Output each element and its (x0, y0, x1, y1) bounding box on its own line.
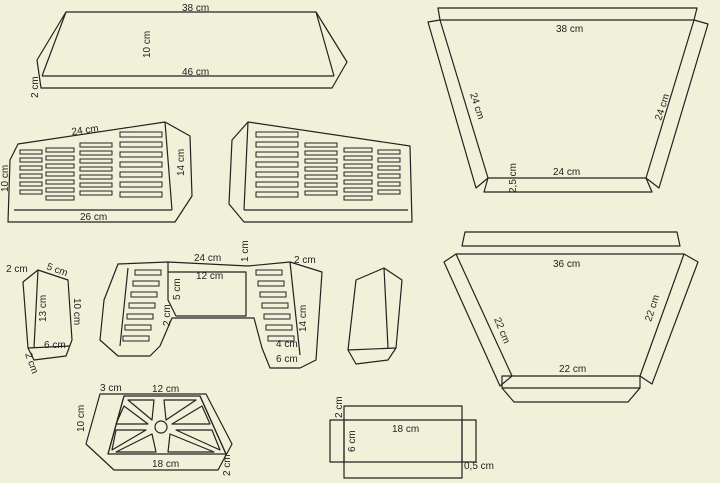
label-10cm: 10 cm (0, 165, 11, 192)
label-2cm: 2 cm (30, 76, 41, 98)
label-18cm: 18 cm (392, 424, 419, 435)
label-14cm: 14 cm (298, 305, 309, 332)
center-hole (154, 420, 168, 434)
slots-left (19, 131, 163, 201)
small-wedge-panel (347, 267, 403, 365)
label-5cm: 5 cm (172, 278, 183, 300)
slots-right (255, 131, 401, 201)
label-6cm: 6 cm (347, 430, 358, 452)
label-36cm: 36 cm (553, 259, 580, 270)
slotted-panel-right (228, 121, 413, 223)
small-side-panel: 2 cm 5 cm 13 cm 10 cm 6 cm 2 cm (6, 261, 82, 375)
slots-front-left (122, 269, 162, 342)
label-26cm: 26 cm (80, 212, 107, 223)
label-3cm: 3 cm (100, 383, 122, 394)
label-4cm: 4 cm (276, 339, 298, 350)
label-24cm: 24 cm (553, 167, 580, 178)
label-2cm-middle: 2 cm (162, 304, 173, 326)
label-2cm: 2 cm (294, 255, 316, 266)
slots-front-right (255, 269, 295, 342)
label-38cm: 38 cm (182, 3, 209, 14)
label-18cm: 18 cm (152, 459, 179, 470)
label-1cm: 1 cm (240, 240, 251, 262)
front-frame-panel: 24 cm 1 cm 2 cm 12 cm 5 cm 2 cm 14 cm 4 … (99, 240, 323, 369)
rectangular-strip-panel: 2 cm 18 cm 6 cm 0,5 cm (329, 396, 494, 479)
label-10cm: 10 cm (76, 405, 87, 432)
label-38cm: 38 cm (556, 24, 583, 35)
label-46cm: 46 cm (182, 67, 209, 78)
label-12cm: 12 cm (152, 384, 179, 395)
label-22cm: 22 cm (559, 364, 586, 375)
label-10cm: 10 cm (142, 31, 153, 58)
slotted-panel-left: 24 cm 10 cm 14 cm 26 cm (0, 121, 193, 223)
label-24cm: 24 cm (194, 253, 221, 264)
label-2cm: 2 cm (334, 396, 345, 418)
label-14cm: 14 cm (176, 149, 187, 176)
label-13cm: 13 cm (38, 295, 49, 322)
label-24cm: 24 cm (71, 123, 100, 138)
label-6cm: 6 cm (276, 354, 298, 365)
label-6cm: 6 cm (44, 340, 66, 351)
label-12cm: 12 cm (196, 271, 223, 282)
base-panel: 3 cm 12 cm 10 cm 18 cm 2 cm (76, 383, 233, 476)
label-2-5cm: 2,5 cm (508, 163, 519, 193)
top-box-panel: 38 cm 10 cm 46 cm 2 cm (30, 3, 348, 98)
triangle-cutouts (111, 399, 221, 453)
label-0-5cm: 0,5 cm (464, 461, 494, 472)
label-2cm: 2 cm (6, 264, 28, 275)
label-10cm: 10 cm (71, 298, 82, 325)
label-2cm: 2 cm (222, 454, 233, 476)
